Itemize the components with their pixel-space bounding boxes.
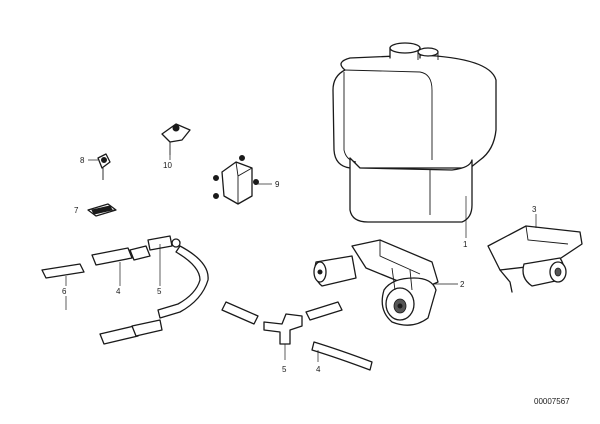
washer-reservoir [332, 42, 497, 223]
callout-10: 10 [163, 161, 172, 170]
callout-6: 6 [62, 287, 67, 296]
callout-5-center: 5 [282, 365, 287, 374]
leader-lines [65, 155, 537, 362]
check-valve-block [213, 155, 259, 205]
hose-assembly-center [221, 301, 373, 371]
washer-pump-assembly [313, 239, 439, 326]
callout-5-left: 5 [157, 287, 162, 296]
hose-clip [161, 123, 191, 155]
callout-7: 7 [74, 206, 79, 215]
hose-assembly-left [41, 235, 209, 345]
callout-3: 3 [532, 205, 537, 214]
callout-4-left: 4 [116, 287, 121, 296]
callout-4-center: 4 [316, 365, 321, 374]
callout-9: 9 [275, 180, 280, 189]
callout-labels: 1 2 3 4 4 5 5 6 7 8 9 10 [62, 156, 537, 374]
callout-2: 2 [460, 280, 465, 289]
washer-nozzle [87, 203, 117, 217]
spray-jet [97, 153, 111, 180]
rear-pump-bracket [487, 225, 583, 293]
callout-1: 1 [463, 240, 468, 249]
diagram-id-label: 00007567 [534, 397, 570, 406]
callout-8: 8 [80, 156, 85, 165]
